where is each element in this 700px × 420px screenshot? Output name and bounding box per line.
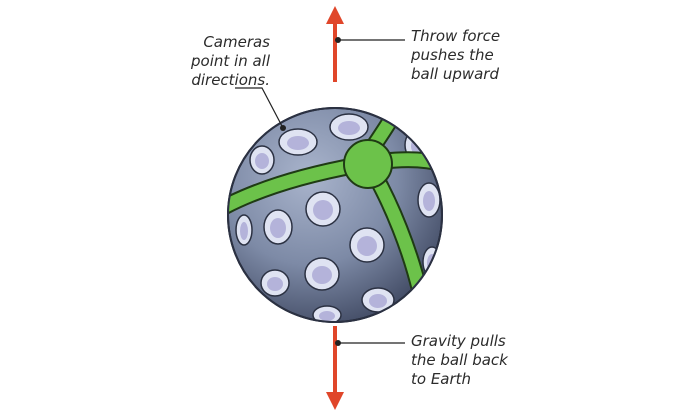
cameras-label: Cameras point in all directions. [191, 33, 270, 89]
arrow-up-icon [326, 6, 344, 82]
camera-ball-icon [227, 107, 443, 323]
leader-line-throw [335, 37, 405, 43]
leader-line-gravity [335, 340, 405, 346]
gravity-label: Gravity pulls the ball back to Earth [411, 332, 508, 388]
arrow-down-icon [326, 326, 344, 410]
throw-force-label: Throw force pushes the ball upward [411, 27, 501, 83]
leader-line-cameras [235, 87, 286, 131]
ball-band-icon [228, 108, 442, 301]
